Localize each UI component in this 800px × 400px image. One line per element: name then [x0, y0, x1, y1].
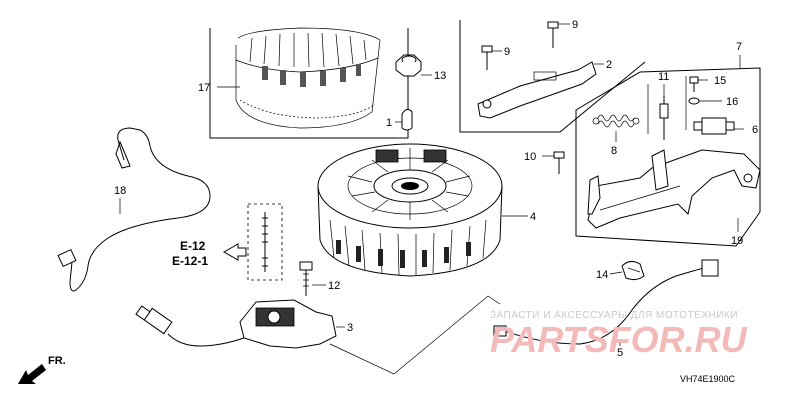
callout-12: 12 [328, 280, 340, 292]
coil-connection-line [329, 295, 501, 375]
key-part [401, 108, 413, 131]
front-label: FR. [48, 355, 66, 367]
brake-assembly-box [575, 67, 761, 247]
bolt-10-part [553, 151, 565, 174]
leader-14 [609, 271, 623, 275]
front-arrow-icon [18, 364, 46, 384]
bolt-12-part [299, 261, 313, 296]
stop-wire-part [57, 127, 211, 292]
brake-arm-part [477, 61, 597, 119]
brake-base-part [587, 149, 761, 229]
callout-19: 19 [731, 235, 743, 247]
flywheel-part [317, 143, 503, 277]
callout-13: 13 [434, 70, 446, 82]
callout-6: 6 [752, 124, 758, 136]
ref-stud-part [262, 212, 268, 272]
callout-10: 10 [524, 151, 536, 163]
callout-1: 1 [386, 117, 392, 129]
callout-9b: 9 [572, 19, 578, 31]
wire-clip-part [621, 260, 645, 281]
callout-17: 17 [198, 82, 210, 94]
flywheel-ring-gear-part [209, 27, 409, 139]
callout-14: 14 [596, 269, 608, 281]
ignition-coil-part [135, 299, 337, 349]
brake-arm-box [459, 20, 646, 133]
stop-switch-part [693, 117, 735, 135]
callout-11: 11 [658, 71, 669, 83]
watermark-tagline: ЗАПАСТИ И АКСЕССУАРЫ ДЛЯ МОТОТЕХНИКИ [490, 310, 738, 321]
ground-wire-part [493, 259, 719, 345]
callout-15: 15 [714, 75, 726, 87]
bolt-a-part [481, 45, 493, 70]
diagram-code: VH74E1900C [680, 374, 736, 384]
callout-9a: 9 [504, 46, 510, 58]
watermark-brand: PARTSFOR.RU [490, 319, 748, 360]
stud-part [659, 96, 669, 140]
callout-3: 3 [347, 322, 353, 334]
reference-box [247, 203, 283, 281]
spring-part [592, 114, 640, 128]
reference-e12-1: E-12-1 [172, 254, 208, 268]
bolt-15-part [689, 76, 699, 92]
callout-8: 8 [611, 145, 617, 157]
washer-part [688, 97, 700, 105]
callout-4: 4 [530, 211, 536, 223]
callout-2: 2 [606, 59, 612, 71]
reference-arrow-icon [222, 243, 247, 261]
reference-e12: E-12 [180, 239, 206, 253]
callout-7: 7 [736, 41, 742, 53]
bolt-b-part [547, 21, 559, 48]
callout-16: 16 [726, 96, 738, 108]
callout-5: 5 [617, 347, 623, 359]
callout-18: 18 [114, 185, 126, 197]
nut-part [395, 54, 422, 77]
